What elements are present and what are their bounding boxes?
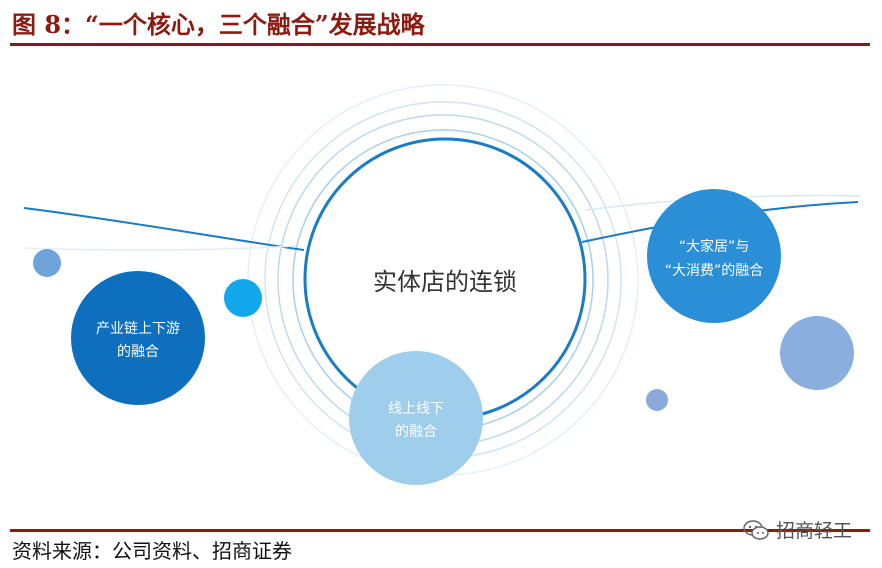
fusion-online-circle: [349, 351, 483, 485]
source-note: 资料来源：公司资料、招商证券: [12, 539, 292, 563]
wechat-icon: [743, 519, 769, 540]
fusion-industry-line2: 的融合: [117, 344, 159, 360]
watermark: 招商轻工: [742, 516, 852, 543]
watermark-label: 招商轻工: [775, 520, 852, 542]
fusion-consumer-line1: “大家居”与: [679, 238, 750, 255]
dot-small-right: [646, 389, 668, 411]
dot-large-right: [780, 316, 854, 390]
fusion-online-line1: 线上线下: [388, 401, 444, 417]
fusion-consumer-line2: “大消费”的融合: [665, 263, 764, 279]
fusion-industry-line1: 产业链上下游: [96, 321, 180, 337]
fusion-industry-circle: [71, 271, 205, 405]
footer-divider: [10, 529, 870, 532]
dot-cyan: [224, 279, 262, 317]
strategy-diagram: 实体店的连锁 产业链上下游 的融合 “大家居”与 “大消费”的融合 线上线下 的…: [23, 84, 861, 485]
flow-line-left: [23, 207, 305, 251]
core-label: 实体店的连锁: [373, 268, 517, 296]
fusion-consumer-circle: [647, 189, 781, 323]
figure-title: 图 8：“一个核心，三个融合”发展战略: [12, 10, 425, 39]
title-divider: [10, 43, 870, 46]
flow-line-left-faint: [23, 245, 297, 251]
fusion-online-line2: 的融合: [395, 424, 437, 440]
dot-small-left: [33, 249, 61, 277]
